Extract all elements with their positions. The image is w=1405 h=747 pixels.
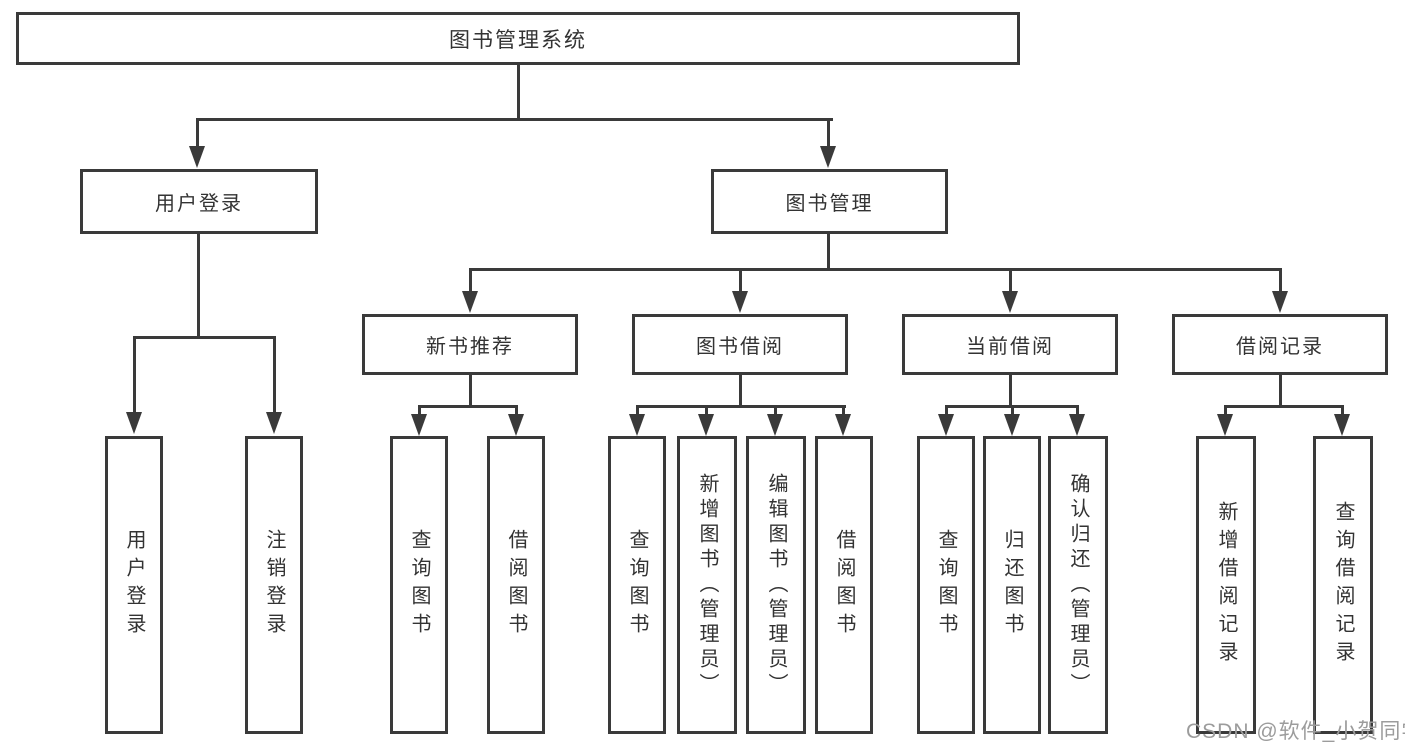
arrow-down-icon (411, 414, 427, 436)
connector-book-borrow-bus (636, 405, 846, 408)
connector-leaf-drop (1341, 405, 1344, 415)
leaf-borrow-books-1-label: 借阅图书 (505, 529, 527, 641)
connector-leaf-drop (515, 405, 518, 415)
leaf-query-books-2-label: 查询图书 (626, 529, 648, 641)
leaf-query-books-1-label: 查询图书 (408, 529, 430, 641)
leaf-user-login-label: 用户登录 (123, 529, 145, 641)
node-borrow-records-label: 借阅记录 (1236, 336, 1324, 358)
leaf-borrow-books-2-label: 借阅图书 (833, 529, 855, 641)
arrow-down-icon (1272, 291, 1288, 313)
arrow-down-icon (820, 146, 836, 168)
arrow-down-icon (1002, 291, 1018, 313)
node-borrow-records: 借阅记录 (1172, 314, 1388, 375)
connector-l3-drop (739, 268, 742, 292)
arrow-down-icon (462, 291, 478, 313)
connector-leaf-drop (636, 405, 639, 415)
arrow-down-icon (126, 412, 142, 434)
arrow-down-icon (1334, 414, 1350, 436)
leaf-query-books-3-label: 查询图书 (935, 529, 957, 641)
arrow-down-icon (698, 414, 714, 436)
node-new-book-recommend-label: 新书推荐 (426, 336, 514, 358)
connector-user-login-stem (197, 234, 200, 336)
leaf-add-book-admin: 新增图书（管理员） (677, 436, 737, 734)
connector-leaf-drop (1076, 405, 1079, 415)
arrow-down-icon (938, 414, 954, 436)
connector-book-mgmt-stem (827, 234, 830, 268)
leaf-add-borrow-record: 新增借阅记录 (1196, 436, 1256, 734)
leaf-query-borrow-record: 查询借阅记录 (1313, 436, 1373, 734)
arrow-down-icon (835, 414, 851, 436)
leaf-query-books-2: 查询图书 (608, 436, 666, 734)
node-book-management-label: 图书管理 (785, 193, 874, 215)
node-library-system: 图书管理系统 (16, 12, 1020, 65)
leaf-query-books-1: 查询图书 (390, 436, 448, 734)
leaf-query-borrow-record-label: 查询借阅记录 (1332, 501, 1354, 669)
leaf-logout-label: 注销登录 (263, 529, 285, 641)
connector-new-book-bus (418, 405, 518, 408)
arrow-down-icon (1069, 414, 1085, 436)
connector-leaf-drop (273, 336, 276, 413)
arrow-down-icon (1004, 414, 1020, 436)
connector-borrow-records-bus (1224, 405, 1344, 408)
connector-book-mgmt-bus (469, 268, 1282, 271)
leaf-return-books: 归还图书 (983, 436, 1041, 734)
connector-leaf-drop (418, 405, 421, 415)
connector-borrow-records-stem (1279, 375, 1282, 405)
connector-new-book-stem (469, 375, 472, 405)
connector-root-stem (517, 65, 520, 118)
leaf-confirm-return-admin: 确认归还（管理员） (1048, 436, 1108, 734)
leaf-edit-book-admin-label: 编辑图书（管理员） (765, 472, 787, 698)
leaf-logout: 注销登录 (245, 436, 303, 734)
connector-leaf-drop (133, 336, 136, 413)
leaf-edit-book-admin: 编辑图书（管理员） (746, 436, 806, 734)
connector-leaf-drop (1011, 405, 1014, 415)
connector-leaf-drop (1224, 405, 1227, 415)
node-book-borrow: 图书借阅 (632, 314, 848, 375)
arrow-down-icon (508, 414, 524, 436)
node-current-borrow-label: 当前借阅 (966, 336, 1054, 358)
leaf-user-login: 用户登录 (105, 436, 163, 734)
connector-book-borrow-stem (739, 375, 742, 405)
leaf-add-book-admin-label: 新增图书（管理员） (696, 472, 718, 698)
connector-leaf-drop (945, 405, 948, 415)
connector-user-login-drop (196, 118, 199, 148)
connector-leaf-drop (842, 405, 845, 415)
arrow-down-icon (266, 412, 282, 434)
connector-leaf-drop (774, 405, 777, 415)
leaf-borrow-books-1: 借阅图书 (487, 436, 545, 734)
leaf-confirm-return-admin-label: 确认归还（管理员） (1067, 472, 1089, 698)
connector-user-login-bus (133, 336, 276, 339)
csdn-watermark: CSDN @软件_小贺同学 (1186, 720, 1405, 743)
arrow-down-icon (189, 146, 205, 168)
arrow-down-icon (732, 291, 748, 313)
node-book-management: 图书管理 (711, 169, 948, 234)
connector-book-mgmt-drop (827, 118, 830, 148)
node-user-login: 用户登录 (80, 169, 318, 234)
node-new-book-recommend: 新书推荐 (362, 314, 578, 375)
node-book-borrow-label: 图书借阅 (696, 336, 784, 358)
node-user-login-label: 用户登录 (155, 193, 243, 215)
connector-current-borrow-stem (1009, 375, 1012, 405)
leaf-borrow-books-2: 借阅图书 (815, 436, 873, 734)
connector-l3-drop (1279, 268, 1282, 292)
leaf-return-books-label: 归还图书 (1001, 529, 1023, 641)
node-library-system-label: 图书管理系统 (449, 28, 587, 52)
leaf-query-books-3: 查询图书 (917, 436, 975, 734)
node-current-borrow: 当前借阅 (902, 314, 1118, 375)
connector-root-bus (196, 118, 833, 121)
arrow-down-icon (1217, 414, 1233, 436)
arrow-down-icon (767, 414, 783, 436)
connector-l3-drop (1009, 268, 1012, 292)
arrow-down-icon (629, 414, 645, 436)
connector-l3-drop (469, 268, 472, 292)
connector-leaf-drop (705, 405, 708, 415)
leaf-add-borrow-record-label: 新增借阅记录 (1215, 501, 1237, 669)
